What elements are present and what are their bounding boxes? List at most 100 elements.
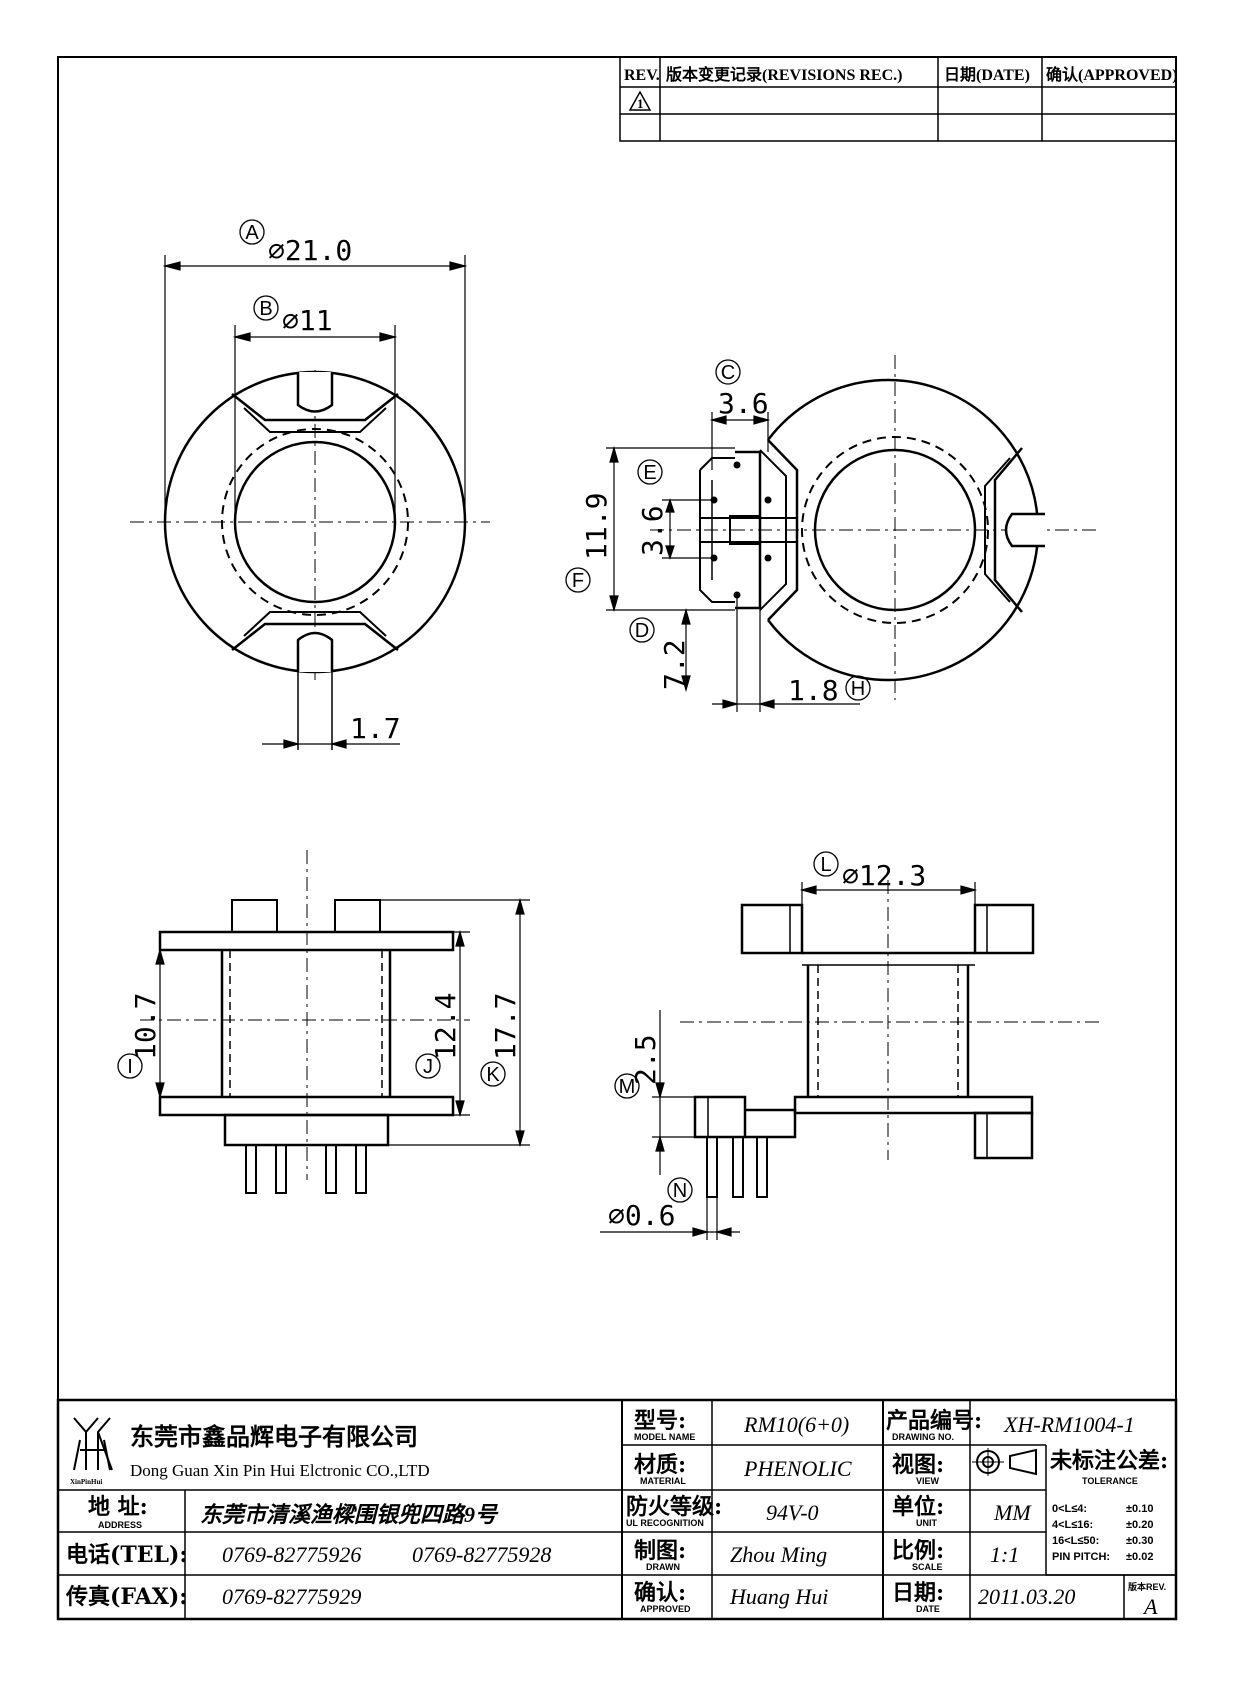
drawn-value: Zhou Ming bbox=[730, 1542, 827, 1567]
dimension-i bbox=[155, 947, 165, 1100]
side-view-left bbox=[140, 850, 470, 1194]
sheet-border bbox=[57, 56, 1177, 1620]
svg-text:B: B bbox=[259, 298, 272, 320]
side-view-right bbox=[680, 880, 1100, 1198]
dimension-slot bbox=[262, 739, 400, 749]
label-k: K bbox=[480, 1061, 506, 1087]
tolerance-range: 4<L≤16: bbox=[1052, 1519, 1093, 1531]
label-l: L bbox=[813, 851, 839, 877]
unit-sub-label: UNIT bbox=[916, 1518, 937, 1528]
label-a: A bbox=[239, 219, 265, 245]
svg-text:K: K bbox=[486, 1064, 500, 1086]
dimension-b bbox=[232, 325, 398, 520]
approved-sub-label: APPROVED bbox=[640, 1604, 691, 1614]
svg-text:A: A bbox=[245, 222, 259, 244]
svg-text:1: 1 bbox=[637, 96, 644, 111]
rev-value: A bbox=[1142, 1594, 1158, 1619]
approved-label: 确认: bbox=[634, 1580, 686, 1606]
dim-slot-value: 1.7 bbox=[350, 712, 401, 745]
drawn-sub-label: DRAWN bbox=[646, 1562, 680, 1572]
revision-triangle-icon: 1 bbox=[628, 90, 652, 111]
bottom-view bbox=[650, 355, 1100, 700]
rev-label: 版本REV. bbox=[1127, 1581, 1166, 1592]
label-e: E bbox=[637, 459, 663, 485]
tolerance-table: 0<L≤4: ±0.10 4<L≤16: ±0.20 16<L≤50: ±0.3… bbox=[1052, 1503, 1153, 1563]
tolerance-range: 0<L≤4: bbox=[1052, 1503, 1087, 1515]
ul-label: 防火等级: bbox=[626, 1494, 722, 1520]
top-view bbox=[130, 370, 490, 750]
ul-value: 94V-0 bbox=[766, 1500, 819, 1525]
address-label: 地 址: bbox=[88, 1494, 148, 1520]
dim-k-value: 17.7 bbox=[489, 993, 522, 1060]
tel-label: 电话(TEL): bbox=[66, 1542, 188, 1568]
model-value: RM10(6+0) bbox=[743, 1412, 849, 1437]
title-block-grid bbox=[56, 1398, 1178, 1621]
dimension-a bbox=[162, 255, 468, 522]
material-sub-label: MATERIAL bbox=[640, 1476, 686, 1486]
svg-text:C: C bbox=[721, 362, 735, 384]
drawn-label: 制图: bbox=[634, 1538, 686, 1564]
dim-c-value: 3.6 bbox=[718, 387, 769, 420]
dim-d-value: 7.2 bbox=[658, 639, 691, 690]
material-value: PHENOLIC bbox=[743, 1456, 852, 1481]
tolerance-range: PIN PITCH: bbox=[1052, 1551, 1110, 1563]
model-sub-label: MODEL NAME bbox=[634, 1432, 695, 1442]
label-h: H bbox=[845, 675, 871, 701]
svg-text:L: L bbox=[820, 854, 831, 876]
tolerance-value: ±0.02 bbox=[1126, 1551, 1153, 1563]
dim-n-value: ⌀0.6 bbox=[608, 1199, 675, 1232]
drawing-no-sub-label: DRAWING NO. bbox=[892, 1432, 954, 1442]
ul-sub-label: UL RECOGNITION bbox=[626, 1518, 704, 1528]
svg-text:I: I bbox=[127, 1056, 133, 1078]
drawing-no-label: 产品编号: bbox=[886, 1408, 982, 1434]
dim-a-value: ⌀21.0 bbox=[268, 234, 352, 267]
scale-label: 比例: bbox=[892, 1538, 944, 1564]
date-label: 日期: bbox=[892, 1580, 944, 1606]
unit-value: MM bbox=[993, 1500, 1032, 1525]
dim-e-value: 3.6 bbox=[636, 505, 669, 556]
dim-f-value: 11.9 bbox=[580, 493, 613, 560]
approved-value: Huang Hui bbox=[729, 1584, 828, 1609]
fax-value: 0769-82775929 bbox=[222, 1584, 361, 1609]
company-name-cn: 东莞市鑫品辉电子有限公司 bbox=[130, 1422, 418, 1451]
svg-text:F: F bbox=[572, 570, 584, 592]
label-c: C bbox=[715, 359, 741, 385]
view-sub-label: VIEW bbox=[916, 1476, 940, 1486]
dimension-d bbox=[681, 607, 691, 693]
svg-text:E: E bbox=[643, 462, 656, 484]
dim-l-value: ⌀12.3 bbox=[842, 859, 926, 892]
tolerance-range: 16<L≤50: bbox=[1052, 1535, 1099, 1547]
tolerance-value: ±0.10 bbox=[1126, 1503, 1153, 1515]
dim-b-value: ⌀11 bbox=[282, 304, 333, 337]
label-n: N bbox=[667, 1177, 693, 1203]
material-label: 材质: bbox=[634, 1452, 686, 1478]
scale-sub-label: SCALE bbox=[912, 1562, 943, 1572]
dim-i-value: 10.7 bbox=[129, 993, 162, 1060]
date-sub-label: DATE bbox=[916, 1604, 940, 1614]
svg-text:J: J bbox=[423, 1056, 433, 1078]
tolerance-value: ±0.20 bbox=[1126, 1519, 1153, 1531]
dimension-h bbox=[712, 595, 860, 712]
unit-label: 单位: bbox=[892, 1494, 944, 1520]
logo-text: XinPinHui bbox=[70, 1478, 102, 1486]
revision-table bbox=[619, 56, 1177, 142]
address-sub-label: ADDRESS bbox=[98, 1520, 142, 1530]
projection-symbol-icon bbox=[972, 1448, 1037, 1476]
tel-value-2: 0769-82775928 bbox=[412, 1542, 551, 1567]
rev-header: REV. bbox=[624, 67, 660, 84]
tolerance-sub-label: TOLERANCE bbox=[1082, 1476, 1138, 1486]
drawing-no-value: XH-RM1004-1 bbox=[1003, 1412, 1135, 1437]
model-label: 型号: bbox=[634, 1408, 686, 1434]
svg-text:M: M bbox=[619, 1076, 636, 1098]
dimension-c bbox=[709, 412, 771, 470]
dimension-e bbox=[662, 498, 714, 560]
tolerance-label: 未标注公差: bbox=[1050, 1448, 1168, 1474]
dimension-m bbox=[652, 1010, 695, 1175]
label-d: D bbox=[629, 617, 655, 643]
label-b: B bbox=[253, 295, 279, 321]
label-f: F bbox=[565, 567, 591, 593]
tolerance-value: ±0.30 bbox=[1126, 1535, 1153, 1547]
label-m: M bbox=[614, 1073, 640, 1099]
